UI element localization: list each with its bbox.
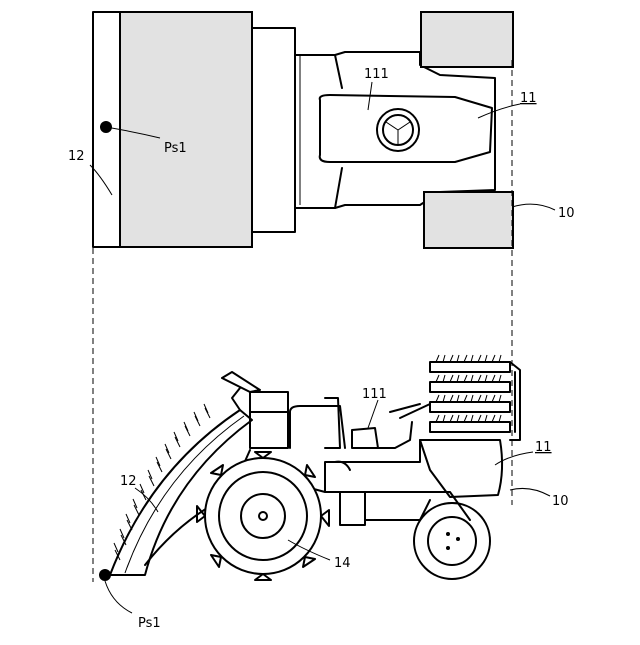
side-engine-box-lower <box>250 412 288 448</box>
leader-10-top <box>512 204 555 210</box>
top-view: 12 Ps1 111 11 10 <box>68 12 575 248</box>
side-view: 111 11 12 14 10 Ps1 <box>99 355 569 631</box>
top-front-wheel-left <box>421 12 513 67</box>
label-12-side: 12 <box>120 474 137 489</box>
top-vehicle-body <box>295 52 495 208</box>
label-ps1-top: Ps1 <box>164 141 187 156</box>
top-hitch-block <box>252 28 295 232</box>
side-front-hood <box>420 440 502 497</box>
label-111-side: 111 <box>362 387 387 402</box>
label-ps1-side: Ps1 <box>138 616 161 631</box>
side-engine-box-upper <box>250 392 288 412</box>
label-10-side: 10 <box>552 494 569 509</box>
label-14-side: 14 <box>334 556 351 571</box>
top-steering-wheel <box>377 109 419 151</box>
side-seedling-racks <box>430 355 520 440</box>
side-front-wheel <box>414 503 490 579</box>
top-body-contour <box>335 55 342 208</box>
label-12-top: 12 <box>68 149 85 164</box>
label-111-top: 111 <box>364 67 389 82</box>
side-step <box>340 492 365 525</box>
label-11-side: 11 <box>535 440 552 455</box>
side-lower-frame <box>365 500 430 520</box>
top-planting-unit-seedling-area <box>120 12 252 247</box>
side-main-body <box>310 440 470 520</box>
label-10-top: 10 <box>558 206 575 221</box>
top-operator-section <box>320 95 492 162</box>
side-handle <box>222 372 260 392</box>
side-rear-wheel <box>197 452 329 580</box>
top-front-wheel-right <box>424 192 513 248</box>
side-operator-section <box>290 398 430 470</box>
side-ps1-point <box>99 569 111 581</box>
leader-ps1-side <box>105 581 132 613</box>
label-11-top: 11 <box>520 91 537 106</box>
leader-111-side <box>368 400 378 428</box>
leader-10-side <box>510 488 550 496</box>
